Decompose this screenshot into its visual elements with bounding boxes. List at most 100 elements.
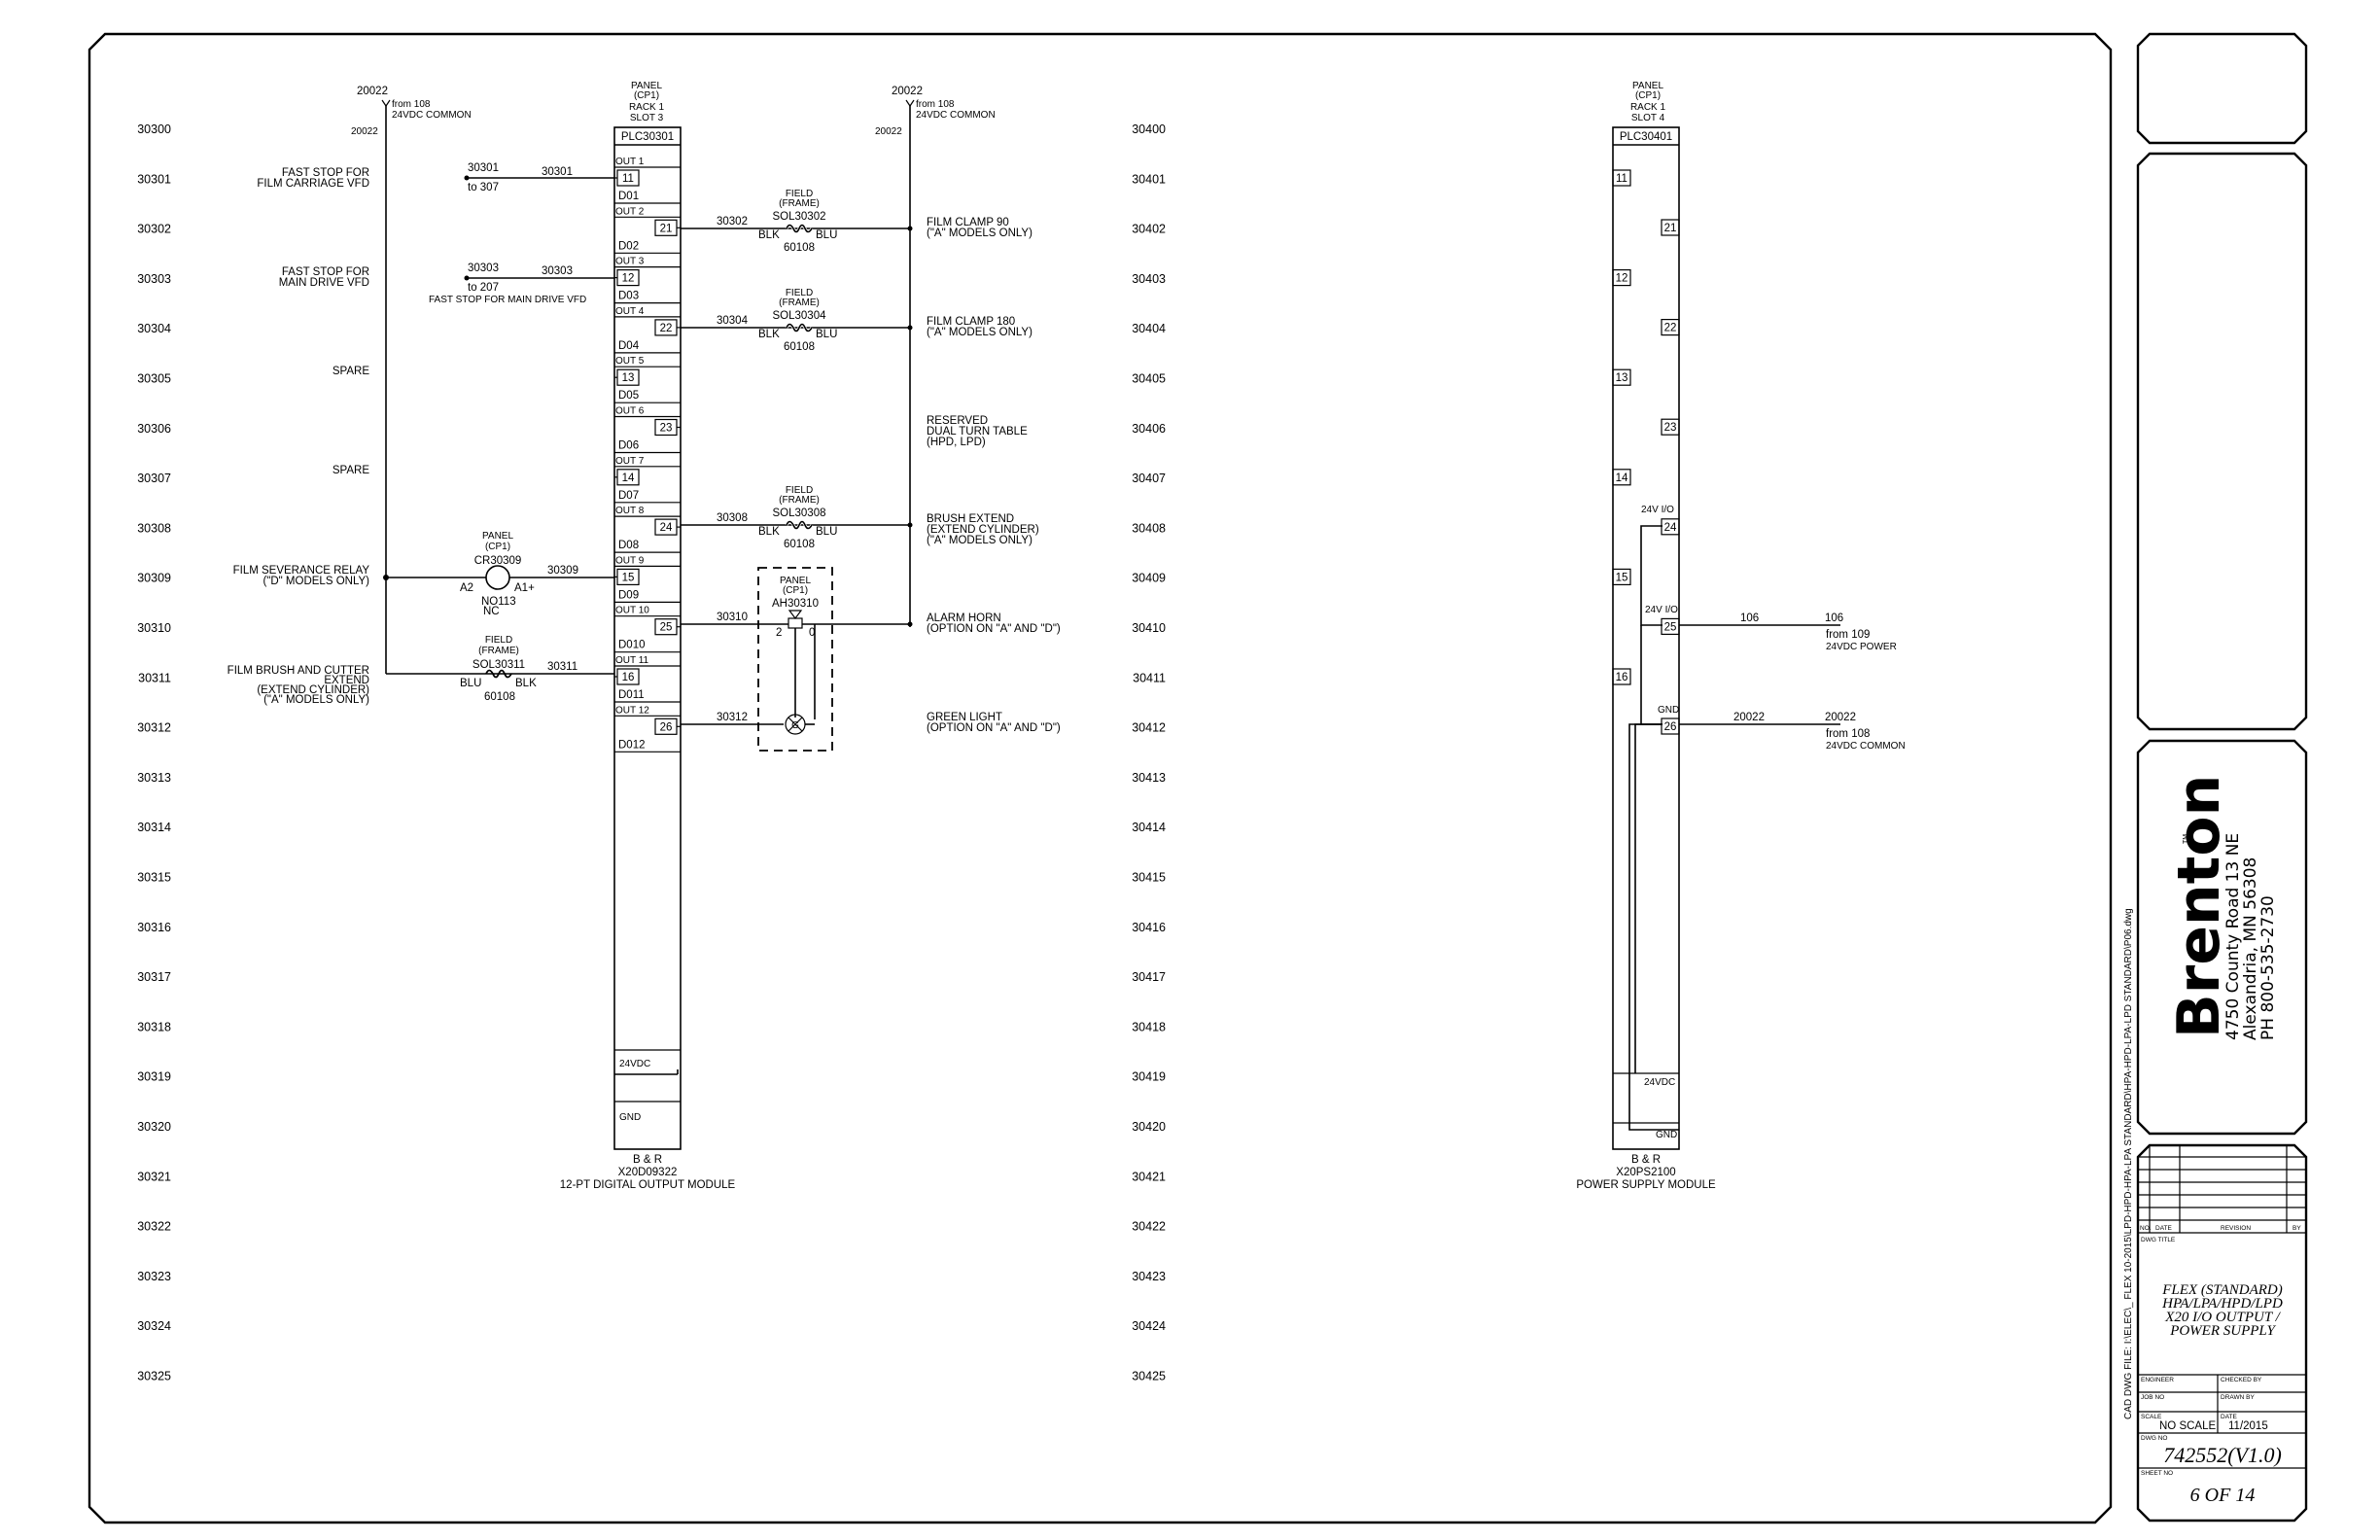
m1-vendor: B & R [633, 1154, 662, 1166]
title-block-info: NO. DATE REVISION BY DWG TITLE FLEX (STA… [2138, 1145, 2306, 1506]
light-desc-0: GREEN LIGHT [927, 712, 1002, 723]
dout-label: D07 [618, 490, 639, 502]
sol308-blu: BLU [816, 526, 837, 538]
wire-30301-a: 30301 [468, 162, 499, 174]
relay-desc-1: ("D" MODELS ONLY) [262, 576, 369, 587]
fast-stop-carriage-desc-1: FILM CARRIAGE VFD [257, 178, 369, 190]
m1-panel-1: (CP1) [634, 90, 659, 101]
dout-label: D05 [618, 390, 639, 402]
row-number: 30408 [1132, 521, 1166, 535]
wire-30309: 30309 [547, 565, 578, 577]
row-number: 30304 [137, 322, 171, 335]
out-label: OUT 1 [615, 157, 645, 167]
sol308-tag: SOL30308 [773, 508, 826, 519]
jobno-label: JOB NO [2141, 1394, 2164, 1401]
right-circuits: FIELD (FRAME) SOL30302 BLK BLU 60108 303… [681, 189, 1061, 752]
sol311-desc-0: FILM BRUSH AND CUTTER [228, 665, 369, 677]
row-number: 30412 [1132, 721, 1166, 735]
row-numbers-left: 3030030301303023030330304303053030630307… [137, 122, 171, 1383]
wire-30303-b: 30303 [542, 265, 573, 277]
wire-30308: 30308 [717, 512, 748, 524]
wire-30303-to: to 207 [468, 282, 499, 294]
rail-right-from: from 108 [916, 99, 955, 110]
ps-terminal-right: 26 [1664, 721, 1677, 733]
revision-table: NO. DATE REVISION BY [2138, 1145, 2306, 1234]
m1-tag: PLC30301 [621, 131, 674, 143]
out-label: OUT 12 [615, 705, 649, 716]
row-number: 30321 [137, 1170, 171, 1183]
relay-no: NO113 [481, 596, 516, 608]
alarm-horn-icon [788, 610, 803, 629]
sol302-blu: BLU [816, 229, 837, 241]
row-number: 30310 [137, 621, 171, 635]
dwgno-value: 742552(V1.0) [2163, 1443, 2282, 1467]
dout-label: D03 [618, 291, 639, 302]
sol304-tag: SOL30304 [773, 310, 827, 322]
sol304-loc-0: FIELD [786, 288, 813, 298]
row-number: 30425 [1132, 1370, 1166, 1383]
relay-desc-0: FILM SEVERANCE RELAY [233, 565, 370, 577]
sol308-desc-2: ("A" MODELS ONLY) [927, 535, 1032, 546]
relay-loc-1: (CP1) [485, 542, 510, 552]
m2-from108: from 108 [1826, 728, 1870, 740]
m1-model: X20D09322 [618, 1167, 678, 1178]
row-number: 30424 [1132, 1319, 1166, 1333]
ps-terminal-left: 16 [1616, 672, 1628, 683]
dwg-title-3: POWER SUPPLY [2169, 1323, 2276, 1339]
m1-gnd: GND [619, 1112, 641, 1123]
rail-left-wire: 20022 [351, 126, 378, 137]
rev-hdr-no: NO. [2140, 1225, 2152, 1232]
wire-30310: 30310 [717, 612, 748, 623]
rail-right-wire: 20022 [875, 126, 902, 137]
relay-coil-icon [485, 565, 510, 590]
row-number: 30309 [137, 572, 171, 585]
row-number: 30400 [1132, 122, 1166, 136]
scale-label: SCALE [2141, 1414, 2162, 1420]
out-label: OUT 2 [615, 206, 645, 217]
rail-left-wire-top: 20022 [357, 86, 388, 97]
terminal-number: 16 [622, 672, 635, 683]
ps-terminal-right: 25 [1664, 621, 1677, 633]
rail-left-from: from 108 [392, 99, 431, 110]
out-label: OUT 5 [615, 356, 645, 367]
power-supply-module: PANEL (CP1) RACK 1 SLOT 4 PLC30401 11121… [1576, 81, 1905, 1191]
row-number: 30416 [1132, 921, 1166, 934]
sol311-tag: SOL30311 [472, 659, 525, 671]
scale-value: NO SCALE [2159, 1420, 2216, 1432]
terminal-number: 13 [622, 372, 635, 384]
drawn-label: DRAWN BY [2221, 1394, 2255, 1401]
checked-label: CHECKED BY [2221, 1377, 2262, 1383]
m2-common: 24VDC COMMON [1826, 741, 1906, 752]
sol304-desc-1: ("A" MODELS ONLY) [927, 327, 1032, 338]
ps-terminal-left: 12 [1616, 273, 1628, 285]
row-number: 30323 [137, 1270, 171, 1283]
address-2: PH 800-535-2730 [2258, 895, 2278, 1040]
sol308-part: 60108 [784, 539, 815, 550]
title-box-info [2136, 1143, 2308, 1522]
out-label: OUT 9 [615, 555, 645, 566]
sol311-coil-icon [485, 669, 512, 679]
light-desc-1: (OPTION ON "A" AND "D") [927, 722, 1061, 734]
ps-terminal-right: 23 [1664, 422, 1677, 434]
title-block-logo: Brenton TM 4750 County Road 13 NE Alexan… [2165, 775, 2278, 1040]
horn-loc-0: PANEL [780, 576, 811, 586]
sol311-desc-2: (EXTEND CYLINDER) [257, 684, 369, 696]
row-number: 30306 [137, 422, 171, 436]
sol311-blu: BLU [460, 678, 481, 689]
date-label: DATE [2221, 1414, 2238, 1420]
m2-wire-20022: 20022 [1733, 712, 1765, 723]
row-number: 30313 [137, 771, 171, 785]
m2-wire-20022b: 20022 [1825, 712, 1856, 723]
relay-nc: NC [483, 606, 500, 617]
row-number: 30406 [1132, 422, 1166, 436]
cad-file-path: CAD DWG FILE: I:\ELEC\_ FLEX 10-2015\LPD… [2123, 908, 2134, 1419]
row-number: 30312 [137, 721, 171, 735]
rail-left-common: 24VDC COMMON [392, 110, 472, 121]
